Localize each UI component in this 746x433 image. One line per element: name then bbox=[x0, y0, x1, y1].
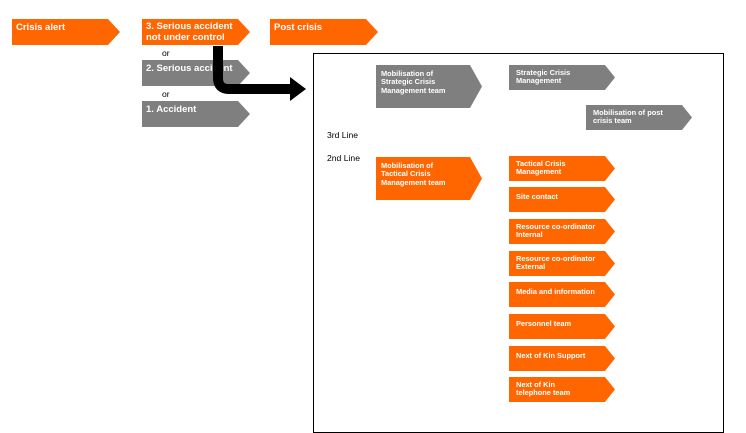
tactical-item: Media and information bbox=[509, 282, 615, 307]
tactical-item: Site contact bbox=[509, 187, 615, 212]
strategic-crisis-management-step: Strategic Crisis Management bbox=[509, 65, 615, 90]
tactical-item: Next of Kin Support bbox=[509, 346, 615, 371]
or-separator-2: or bbox=[162, 89, 170, 99]
post-crisis-mobilisation-step: Mobilisation of post crisis team bbox=[586, 105, 692, 130]
third-line-label: 3rd Line bbox=[327, 130, 359, 140]
tactical-item: Next of Kin telephone team bbox=[509, 377, 615, 402]
tactical-item: Tactical Crisis Management bbox=[509, 156, 615, 181]
connector-arrow bbox=[213, 46, 306, 101]
tactical-item: Personnel team bbox=[509, 314, 615, 339]
serious-accident-not-controlled-phase: 3. Serious accident not under control bbox=[142, 19, 250, 45]
strategic-mobilisation-step: Mobilisation of Strategic Crisis Managem… bbox=[376, 65, 482, 108]
tactical-item: Resource co-ordinator Internal bbox=[509, 219, 615, 244]
tactical-mobilisation-step: Mobilisation of Tactical Crisis Manageme… bbox=[376, 157, 482, 200]
accident-phase: 1. Accident bbox=[142, 101, 250, 127]
or-separator-1: or bbox=[162, 48, 170, 58]
tactical-item: Resource co-ordinator External bbox=[509, 251, 615, 276]
post-crisis-phase: Post crisis bbox=[270, 19, 378, 45]
crisis-alert-phase: Crisis alert bbox=[12, 19, 120, 45]
second-line-label: 2nd Line bbox=[327, 153, 360, 163]
